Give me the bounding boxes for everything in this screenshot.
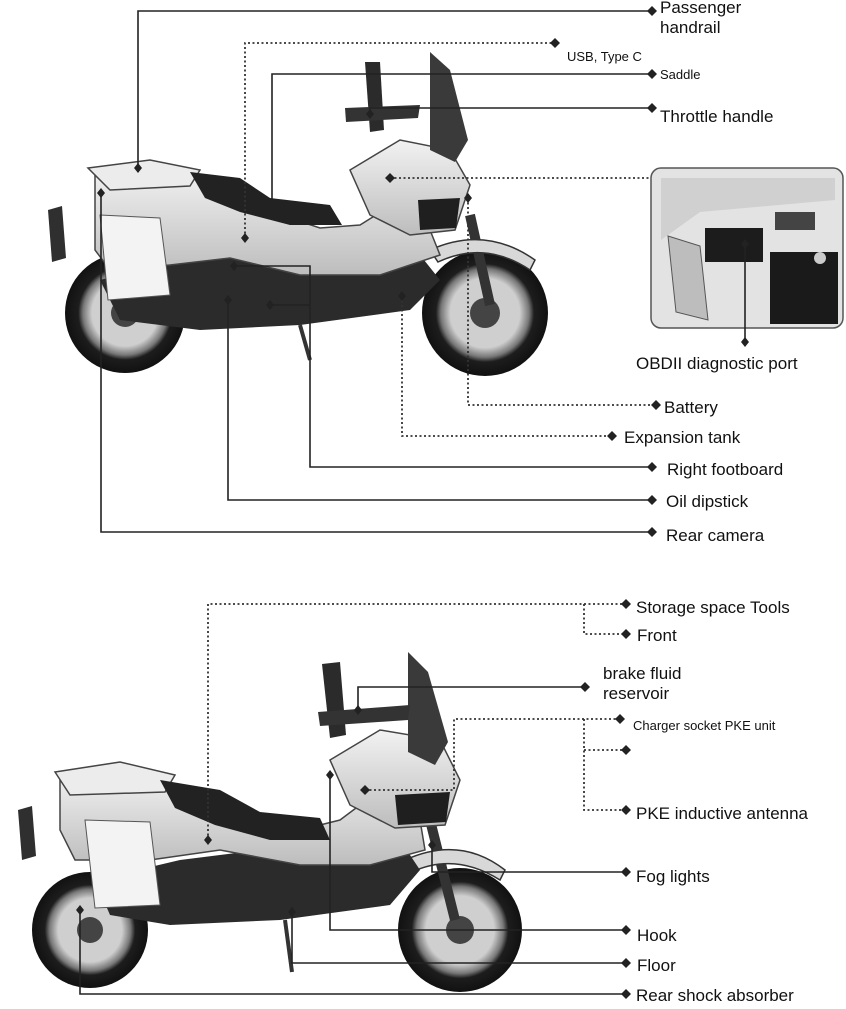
- label-fog-lights: Fog lights: [636, 867, 710, 886]
- label-brake-fluid-reservoir: brake fluid reservoir: [603, 664, 682, 703]
- label-rear-camera: Rear camera: [666, 526, 765, 545]
- label-obdii-diagnostic-port: OBDII diagnostic port: [636, 354, 798, 373]
- obd-port-inset: [650, 167, 844, 329]
- label-usb-type-c: USB, Type C: [567, 49, 642, 64]
- label-storage-space-tools: Storage space Tools: [636, 598, 790, 617]
- label-passenger-handrail: Passenger handrail: [660, 0, 742, 37]
- label-battery: Battery: [664, 398, 718, 417]
- label-rear-shock-absorber: Rear shock absorber: [636, 986, 794, 1005]
- label-pke-inductive-antenna: PKE inductive antenna: [636, 804, 809, 823]
- bottom-leader-lines: [76, 599, 631, 999]
- label-saddle: Saddle: [660, 67, 701, 82]
- label-oil-dipstick: Oil dipstick: [666, 492, 749, 511]
- bottom-scooter-illustration: [18, 652, 522, 992]
- label-expansion-tank: Expansion tank: [624, 428, 741, 447]
- top-leader-lines: [97, 6, 749, 537]
- label-right-footboard: Right footboard: [667, 460, 784, 479]
- label-charger-socket-pke-unit: Charger socket PKE unit: [633, 718, 776, 733]
- label-hook: Hook: [637, 926, 677, 945]
- top-scooter-illustration: [48, 52, 548, 376]
- label-front: Front: [637, 626, 677, 645]
- label-floor: Floor: [637, 956, 676, 975]
- label-throttle-handle: Throttle handle: [660, 107, 774, 126]
